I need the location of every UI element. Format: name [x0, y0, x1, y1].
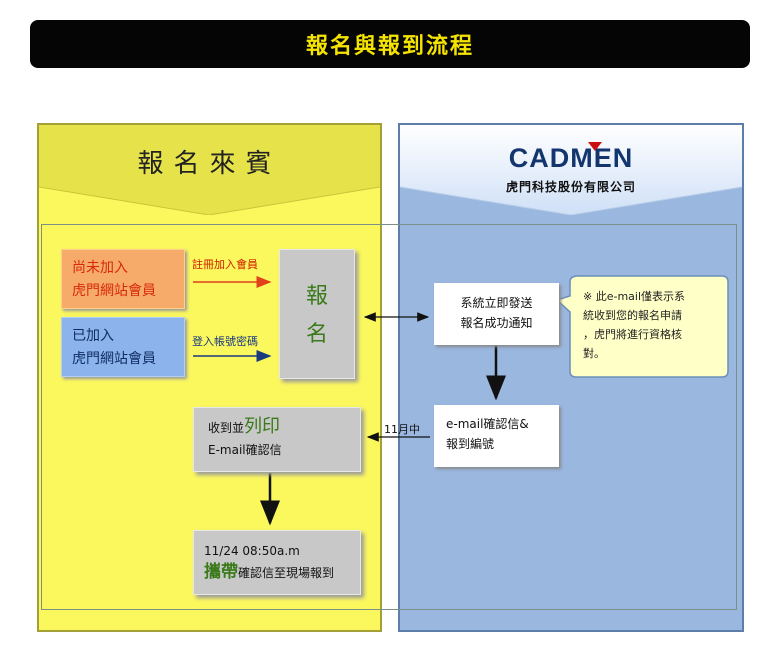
notify-box: 系統立即發送 報名成功通知: [434, 283, 559, 345]
print-pre: 收到並: [208, 421, 245, 435]
brand-subtitle: 虎門科技股份有限公司: [505, 180, 636, 194]
signup-line2: 名: [305, 322, 328, 347]
email-line2: 報到編號: [446, 437, 495, 451]
member-box: 已加入 虎門網站會員: [61, 317, 185, 377]
email-box: e-mail確認信& 報到編號: [434, 405, 559, 467]
callout-bubble: [555, 275, 729, 378]
print-box: 收到並列印 E-mail確認信: [193, 407, 361, 472]
november-label: 11月中: [384, 423, 420, 436]
member-line1: 已加入: [72, 328, 114, 344]
brand-accent-icon: [588, 142, 602, 151]
page-title: 報名與報到流程: [30, 20, 750, 68]
brand-logo: CADMEN: [508, 143, 634, 173]
callout-note: ※ 此e-mail僅表示系 統收到您的報名申請 ，虎門將進行資格核 對。: [583, 287, 723, 363]
notify-line2: 報名成功通知: [460, 316, 533, 330]
nonmember-line2: 虎門網站會員: [72, 283, 156, 299]
register-label: 註冊加入會員: [192, 258, 258, 271]
callout-line4: 對。: [583, 347, 605, 360]
bring-emphasis: 攜帶: [204, 562, 238, 582]
callout-line2: 統收到您的報名申請: [583, 309, 682, 322]
print-line2: E-mail確認信: [208, 443, 282, 457]
flow-frame: [41, 224, 737, 610]
bring-line1: 11/24 08:50a.m: [204, 544, 300, 558]
member-line2: 虎門網站會員: [72, 351, 156, 367]
callout-line1: ※ 此e-mail僅表示系: [583, 290, 686, 303]
signup-line1: 報: [305, 284, 328, 309]
guest-header: 報名來賓: [137, 149, 282, 179]
nonmember-box: 尚未加入 虎門網站會員: [61, 249, 185, 309]
login-label: 登入帳號密碼: [192, 335, 258, 348]
notify-line1: 系統立即發送: [460, 296, 533, 310]
nonmember-line1: 尚未加入: [72, 260, 128, 276]
bring-box: 11/24 08:50a.m 攜帶確認信至現場報到: [193, 530, 361, 595]
signup-box: 報 名: [279, 249, 355, 379]
print-emphasis: 列印: [244, 416, 281, 437]
print-line1: 收到並列印: [208, 416, 360, 439]
guest-header-shape: [39, 125, 380, 215]
email-line1: e-mail確認信&: [446, 417, 529, 431]
callout-line3: ，虎門將進行資格核: [583, 328, 682, 341]
bring-rest: 確認信至現場報到: [238, 566, 335, 580]
bring-line2: 攜帶確認信至現場報到: [204, 562, 360, 584]
company-header-shape: [400, 125, 742, 215]
